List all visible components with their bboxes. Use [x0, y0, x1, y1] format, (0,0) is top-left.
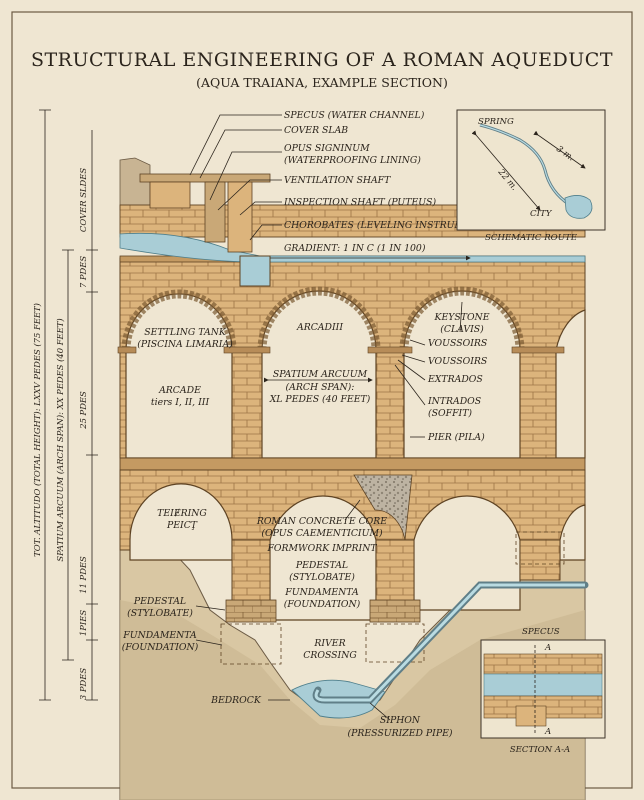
water-channel	[119, 232, 586, 263]
label-settling-tank-sub: (PISCINA LIMARIA)	[137, 339, 233, 350]
label-intrados-sub: (SOFFIT)	[428, 408, 472, 419]
label-river: RIVER	[313, 638, 345, 649]
label-fundamenta-mid-sub: (FOUNDATION)	[284, 599, 361, 610]
label-seg-cover: COVER SLDES	[78, 168, 88, 232]
label-siphon-sub: (PRESSURIZED PIPE)	[347, 728, 452, 739]
label-arch-span-vertical: SPATIUM ARCUUM (ARCH SPAN): XX PEDES (40…	[55, 318, 65, 561]
label-chorobates: CHOROBATES (LEVELING INSTRUMENT)	[284, 220, 489, 231]
top-leaders	[189, 114, 282, 241]
map-spring: SPRING	[478, 117, 514, 127]
label-extrados: EXTRADOS	[427, 374, 483, 385]
label-pedestal-left: PEDESTAL	[133, 596, 186, 607]
label-cover-slab: COVER SLAB	[284, 125, 348, 136]
label-spatium-value: XL PEDES (40 FEET)	[269, 394, 371, 405]
page-subtitle: (AQUA TRAIANA, EXAMPLE SECTION)	[196, 75, 448, 90]
section-water	[483, 673, 603, 697]
section-aa-inset	[480, 639, 606, 739]
label-keystone: KEYSTONE	[434, 312, 490, 323]
fundamenta-left-leader	[195, 639, 223, 646]
label-seg-3: 3 PDES	[78, 668, 88, 700]
map-city: CITY	[530, 209, 553, 219]
map-caption: SCHEMATIC ROUTE	[485, 233, 578, 243]
right-arch-leaders	[394, 301, 463, 438]
page-title: STRUCTURAL ENGINEERING OF A ROMAN AQUEDU…	[31, 49, 613, 71]
label-specus: SPECUS (WATER CHANNEL)	[284, 110, 425, 121]
voussoir-ring-3	[399, 286, 525, 351]
label-settling-tank: SETTLING TANK	[144, 327, 227, 338]
label-arcadiii: ARCADIII	[296, 322, 343, 333]
left-hillside	[119, 157, 151, 211]
label-seg-1: 1PIES	[78, 610, 88, 636]
bedrock-layer	[120, 600, 585, 800]
label-arcade: ARCADE	[158, 385, 201, 396]
cover-slab-upper	[149, 181, 191, 209]
label-pedestal-mid-sub: (STYLOBATE)	[289, 572, 355, 583]
label-seg-11: 11 PDES	[78, 556, 88, 594]
label-intrados: INTRADOS	[427, 396, 481, 407]
label-fundamenta-mid: FUNDAMENTA	[284, 587, 359, 598]
lower-arch-3	[413, 495, 521, 611]
label-total-height: TOT. ALTITUDO (TOTAL HEIGHT): LXXV PEDES…	[32, 303, 42, 557]
section-marker-bottom: A	[544, 727, 551, 737]
inspection-shaft	[227, 181, 253, 253]
label-pedestal-left-sub: (STYLOBATE)	[127, 608, 193, 619]
schematic-route-map	[456, 109, 606, 231]
label-voussoirs-1: VOUSSOIRS	[428, 338, 487, 349]
upper-arch-1	[125, 293, 233, 459]
section-specus: SPECUS	[522, 627, 560, 637]
label-formwork: FORMWORK IMPRINT	[266, 543, 377, 554]
label-inspection-shaft: INSPECTION SHAFT (PUTEUS)	[283, 197, 436, 208]
section-caption: SECTION A-A	[510, 745, 570, 755]
pier-right	[519, 539, 561, 581]
lower-arch-4	[559, 504, 586, 561]
label-gradient: GRADIENT: 1 IN C (1 IN 100)	[284, 243, 426, 254]
foundation-right	[515, 531, 565, 565]
label-ventilation-shaft: VENTILATION SHAFT	[284, 175, 391, 186]
voussoir-ring-2	[257, 286, 381, 351]
siphon-leader	[369, 702, 391, 721]
label-pedestal-mid: PEDESTAL	[295, 560, 348, 571]
concrete-leader	[344, 499, 361, 521]
pedestal-left	[225, 599, 277, 623]
vertical-dimensions	[39, 109, 98, 701]
mid-cornice	[119, 457, 586, 471]
label-fundamenta-left: FUNDAMENTA	[122, 630, 197, 641]
section-marker-top: A	[544, 643, 551, 653]
foundation-left	[220, 623, 282, 665]
pedestal-left-leader	[195, 605, 226, 611]
label-teiring-sub: PEICŢ	[166, 520, 198, 531]
cover-slab	[139, 173, 271, 183]
label-voussoirs-2: VOUSSOIRS	[428, 356, 487, 367]
city-lake	[564, 195, 593, 219]
label-seg-7: 7 PDES	[78, 256, 88, 288]
label-river-sub: CROSSING	[303, 650, 357, 661]
label-concrete: ROMAN CONCRETE CORE	[256, 516, 387, 527]
ventilation-shaft	[204, 181, 226, 243]
label-teiring: TEIɆRING	[157, 508, 207, 519]
label-bedrock: BEDROCK	[210, 695, 262, 706]
label-siphon: SIPHON	[380, 715, 421, 726]
lower-arch-2	[269, 495, 377, 621]
upper-arcade	[117, 257, 586, 459]
label-opus-signinum: OPUS SIGNINUM	[284, 143, 370, 154]
settling-tank	[239, 255, 271, 287]
label-seg-25: 25 PDES	[78, 391, 88, 430]
label-concrete-sub: (OPUS CAEMENTICIUM)	[261, 528, 383, 539]
label-keystone-sub: (CLAVIS)	[440, 324, 484, 335]
lower-arch-1	[129, 483, 233, 561]
label-spatium: SPATIUM ARCUUM	[273, 369, 368, 380]
label-opus-signinum-sub: (WATERPROOFING LINING)	[284, 155, 421, 166]
upper-arch-3	[403, 290, 521, 459]
pedestal-middle	[369, 599, 421, 623]
label-arcade-sub: tiers I, II, III	[151, 397, 210, 408]
label-spatium-sub: (ARCH SPAN):	[286, 382, 355, 393]
label-fundamenta-left-sub: (FOUNDATION)	[122, 642, 199, 653]
label-pier: PIER (PILA)	[427, 432, 485, 443]
voussoir-ring-1	[121, 289, 237, 351]
